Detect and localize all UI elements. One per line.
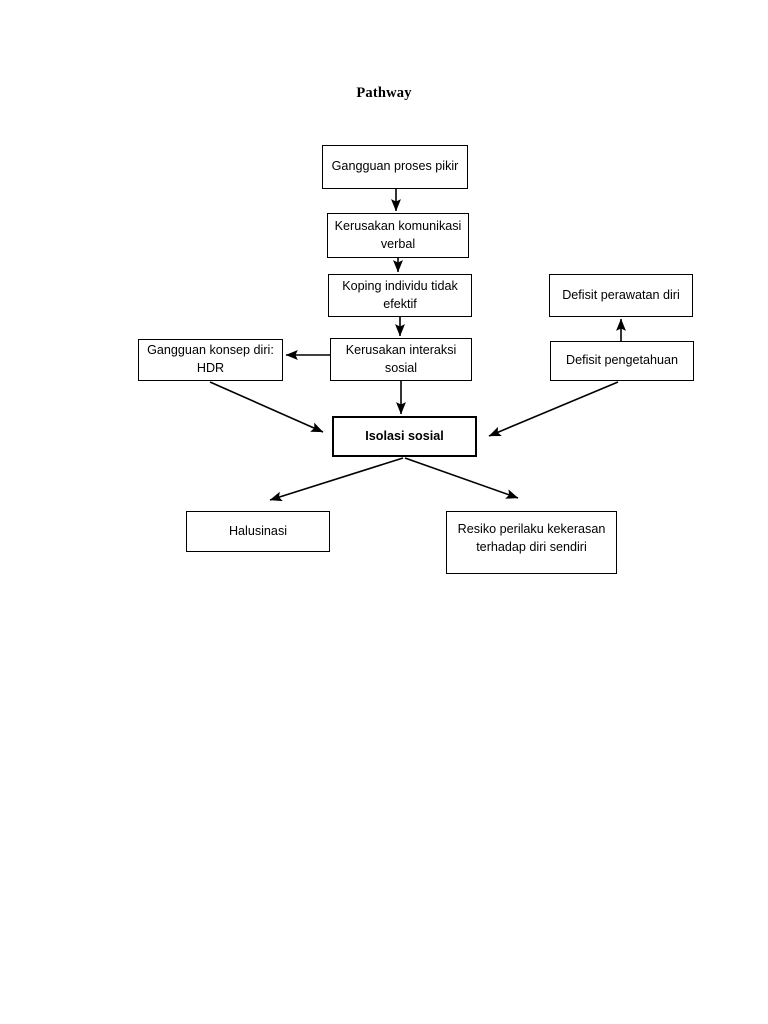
node-label: Kerusakan interaksi sosial [345, 342, 457, 375]
node-label: Gangguan konsep diri: HDR [147, 343, 274, 375]
node-defisit-perawatan-diri: Defisit perawatan diri [549, 274, 693, 317]
node-halusinasi: Halusinasi [186, 511, 330, 552]
node-kerusakan-interaksi-sosial: Kerusakan interaksi sosial [330, 338, 472, 381]
node-resiko-perilaku-kekerasan: Resiko perilaku kekerasan terhadap diri … [446, 511, 617, 574]
node-label: Defisit pengetahuan [565, 353, 679, 368]
edge-isolasi-to-resiko [404, 457, 519, 499]
edge-pengetahuan-to-isolasi [488, 381, 619, 437]
node-label: Kerusakan komunikasi verbal [334, 218, 462, 251]
node-label: Defisit perawatan diri [562, 287, 680, 302]
edge-isolasi-to-halusinasi [269, 457, 404, 502]
node-isolasi-sosial: Isolasi sosial [332, 416, 477, 457]
node-label: Gangguan proses pikir [331, 159, 459, 174]
node-gangguan-konsep-diri-hdr: Gangguan konsep diri: HDR [138, 339, 283, 381]
node-label: Resiko perilaku kekerasan terhadap diri … [457, 522, 606, 554]
node-kerusakan-komunikasi-verbal: Kerusakan komunikasi verbal [327, 213, 469, 258]
page-title: Pathway [356, 85, 412, 101]
node-defisit-pengetahuan: Defisit pengetahuan [550, 341, 694, 381]
node-koping-individu-tidak-efektif: Koping individu tidak efektif [328, 274, 472, 317]
edge-hdr-to-isolasi [209, 381, 324, 433]
node-label: Isolasi sosial [365, 428, 444, 443]
node-gangguan-proses-pikir: Gangguan proses pikir [322, 145, 468, 189]
node-label: Koping individu tidak efektif [342, 278, 458, 311]
node-label: Halusinasi [228, 523, 288, 538]
